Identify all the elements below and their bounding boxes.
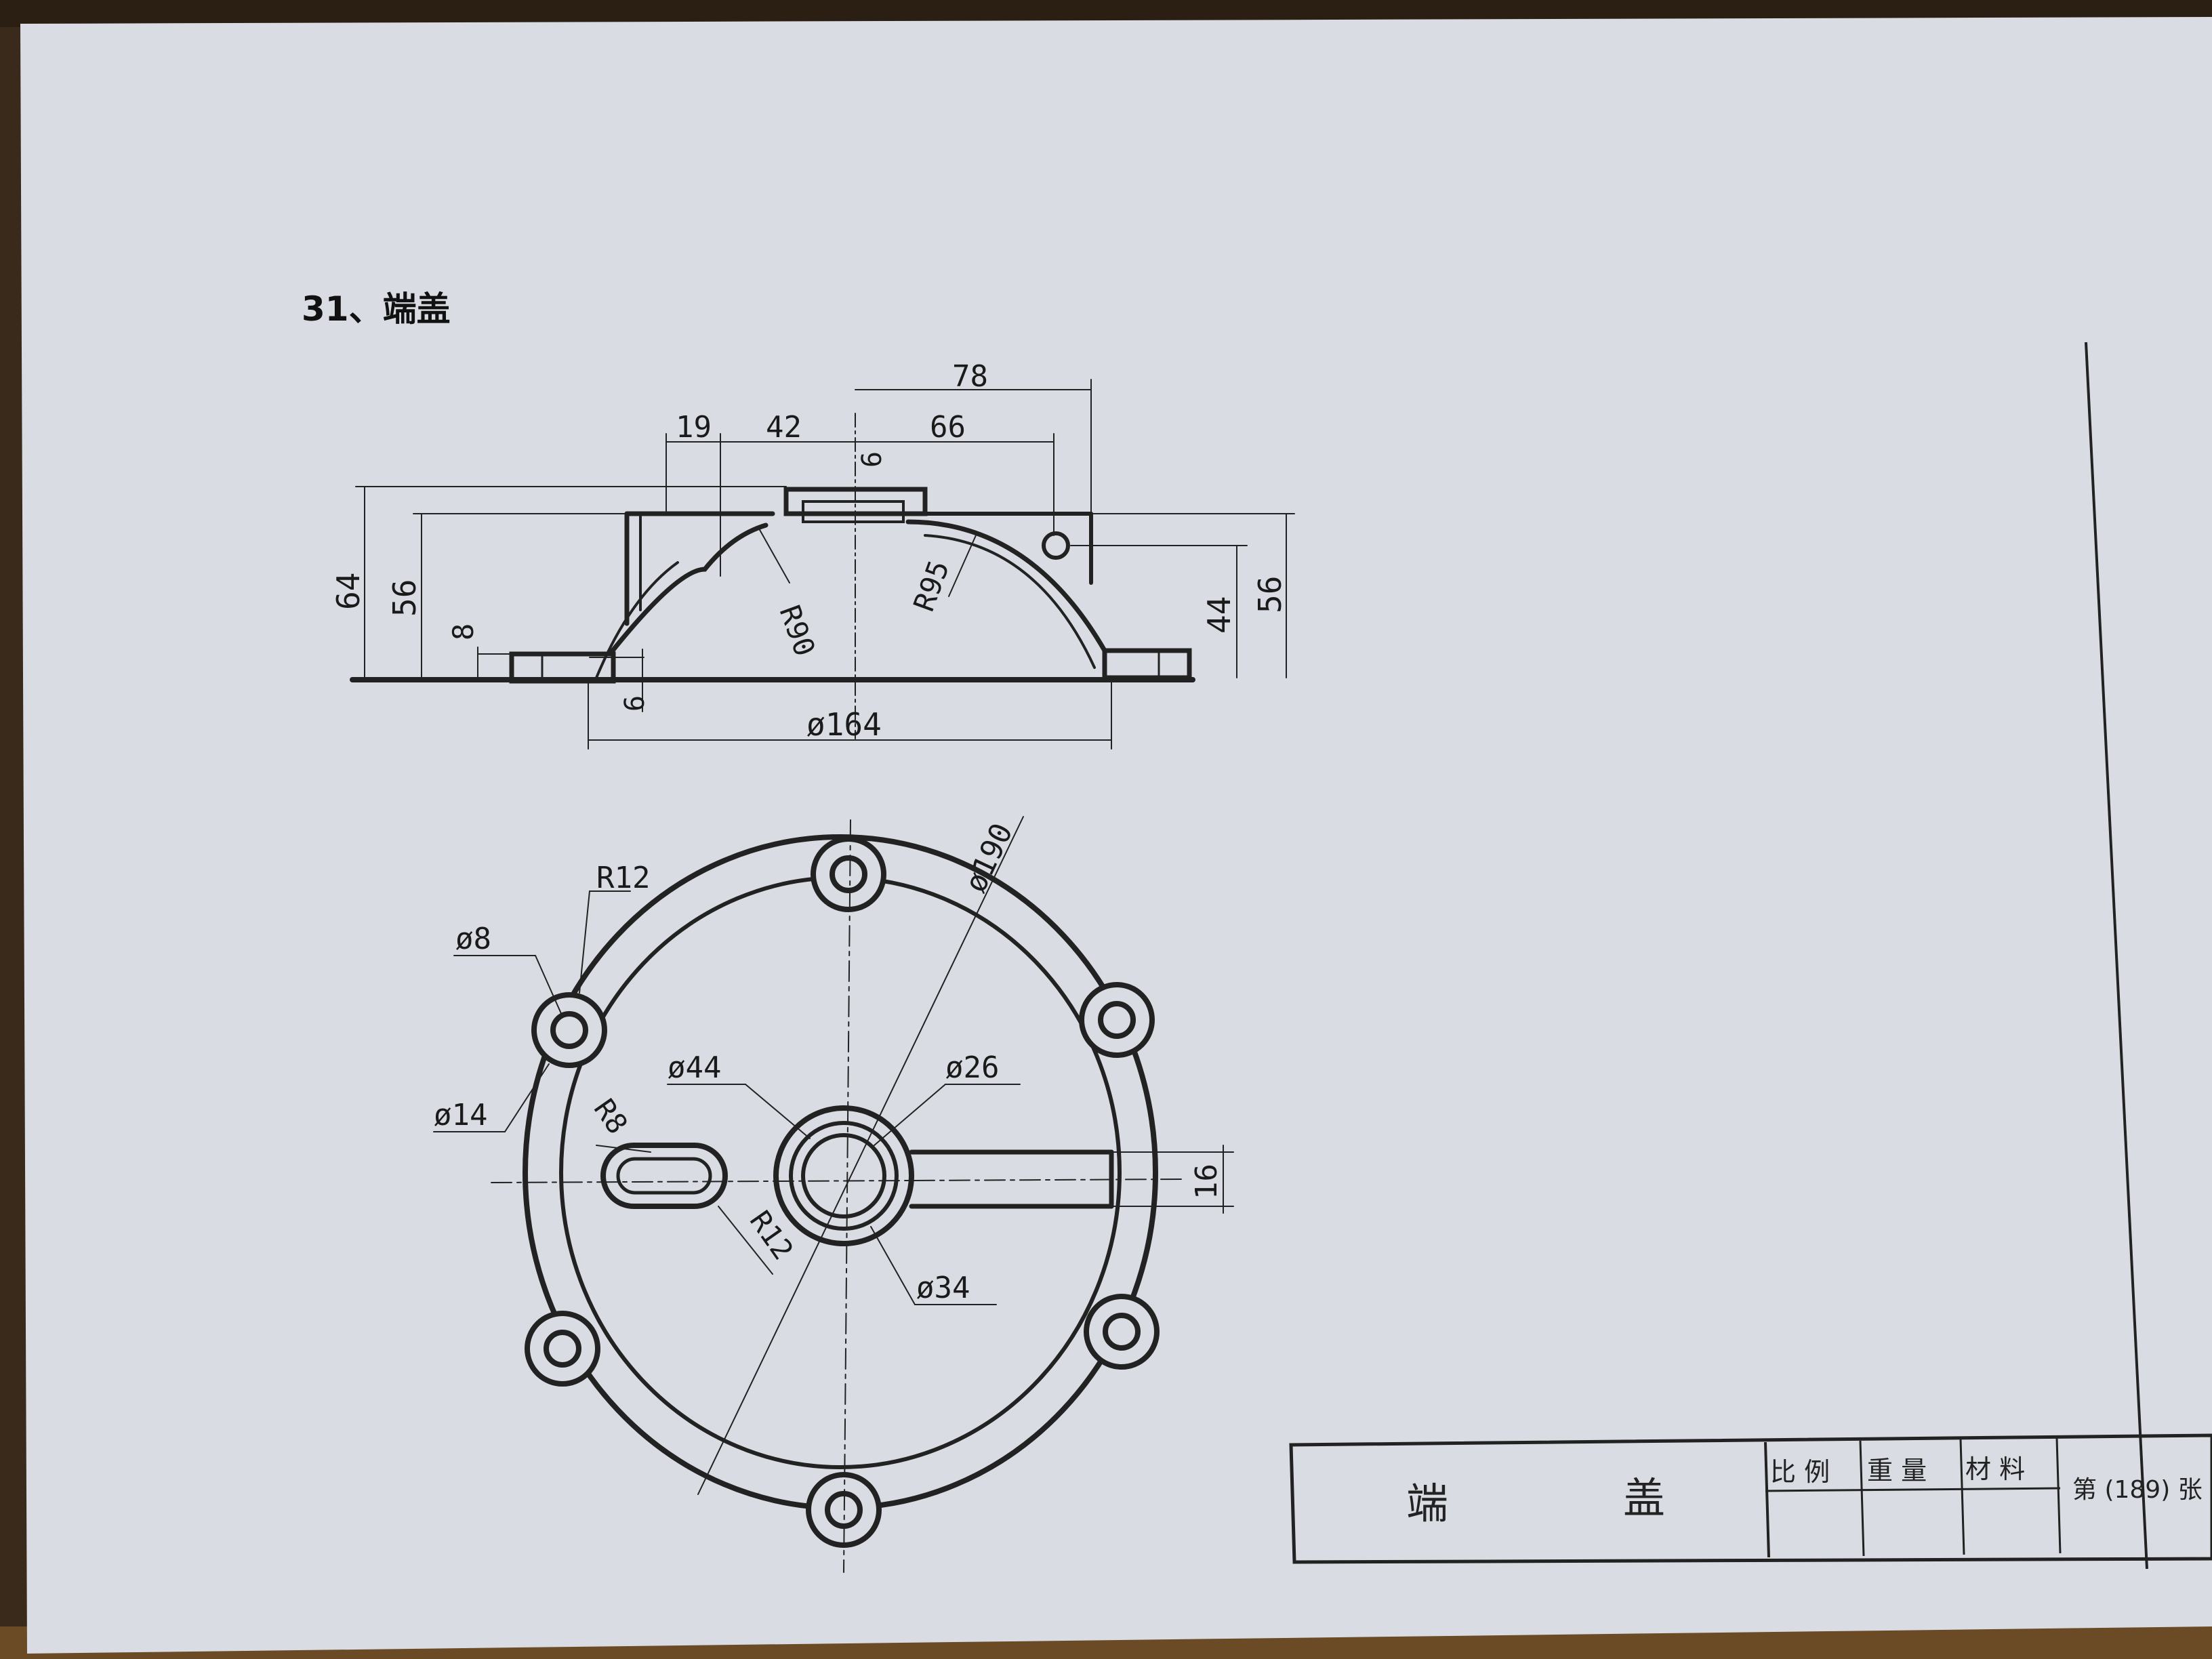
- dim-diameter-14: ø14: [434, 1098, 487, 1132]
- dim-19: 19: [676, 410, 712, 445]
- dim-44: 44: [1201, 596, 1237, 634]
- section-view: [350, 379, 1295, 750]
- plan-view: [433, 816, 1234, 1573]
- dim-8: 8: [447, 623, 480, 640]
- dim-56-right: 56: [1252, 576, 1288, 613]
- material-label: 材 料: [1965, 1454, 2025, 1484]
- title-block: [1289, 1433, 2212, 1564]
- dim-16: 16: [1189, 1164, 1224, 1200]
- dim-diameter-8: ø8: [455, 922, 491, 956]
- title-block-text: 端 盖 比 例 重 量 材 料 第 (189) 张: [1406, 1454, 2203, 1528]
- dim-6-bottom: 6: [619, 695, 651, 712]
- dim-diameter-26: ø26: [945, 1050, 999, 1085]
- dim-66: 66: [930, 410, 966, 445]
- dim-78: 78: [952, 359, 988, 394]
- dim-6-top: 6: [857, 451, 888, 468]
- dim-164: ø164: [806, 706, 882, 743]
- dim-diameter-34: ø34: [916, 1271, 970, 1305]
- part-name-right: 盖: [1623, 1473, 1665, 1523]
- page-title: 31、端盖: [302, 289, 451, 329]
- dim-64: 64: [330, 573, 367, 610]
- sheet-number: 第 (189) 张: [2072, 1476, 2203, 1504]
- frame-border: [2085, 342, 2148, 1570]
- dim-diameter-44: ø44: [668, 1050, 721, 1085]
- paper: [20, 17, 2212, 1654]
- dim-56-left: 56: [386, 579, 423, 617]
- dim-42: 42: [766, 410, 802, 445]
- part-name-left: 端: [1406, 1479, 1448, 1528]
- weight-label: 重 量: [1867, 1456, 1927, 1486]
- scale-label: 比 例: [1770, 1457, 1830, 1487]
- dim-r12-lug: R12: [596, 861, 650, 895]
